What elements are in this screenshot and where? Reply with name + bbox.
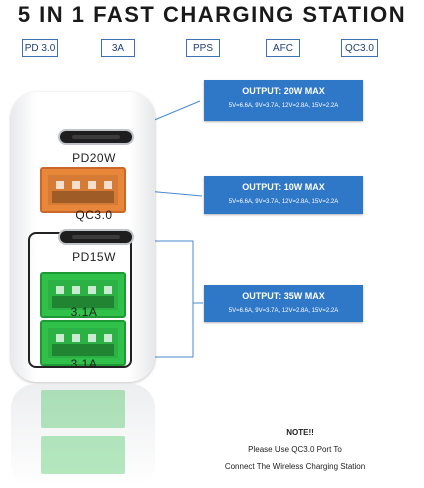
output-box: OUTPUT: 35W MAX 5V=6.6A, 9V=3.7A, 12V=2.… <box>204 285 363 322</box>
output-spec: 5V=6.6A, 9V=3.7A, 12V=2.8A, 15V=2.2A <box>228 199 339 205</box>
usb-c-port-icon <box>58 129 134 145</box>
reflection-port <box>41 436 125 474</box>
page-title: 5 IN 1 FAST CHARGING STATION <box>17 2 407 27</box>
tag-pd: PD 3.0 <box>22 39 58 57</box>
port-label: PD20W <box>72 151 116 165</box>
output-spec: 5V=6.6A, 9V=3.7A, 12V=2.8A, 15V=2.2A <box>228 103 339 109</box>
usb-a-port-icon <box>40 167 126 213</box>
output-heading: OUTPUT: 35W MAX <box>242 291 325 301</box>
port-label: 3.1A <box>70 305 98 319</box>
output-spec: 5V=6.6A, 9V=3.7A, 12V=2.8A, 15V=2.2A <box>228 308 339 314</box>
usb-a-port-icon <box>40 320 126 366</box>
usb-c-port-icon <box>58 229 134 245</box>
tag-qc: QC3.0 <box>341 39 378 57</box>
output-box: OUTPUT: 20W MAX 5V=6.6A, 9V=3.7A, 12V=2.… <box>204 80 363 121</box>
charger-reflection <box>11 384 155 488</box>
output-heading: OUTPUT: 20W MAX <box>242 86 325 96</box>
note-heading: NOTE!! <box>286 428 314 437</box>
tag-3a: 3A <box>101 39 135 57</box>
note-line: Please Use QC3.0 Port To <box>248 445 342 454</box>
output-heading: OUTPUT: 10W MAX <box>242 182 325 192</box>
port-label: 3.1A <box>70 357 98 371</box>
port-label: QC3.0 <box>75 208 113 222</box>
usb-a-port-icon <box>40 272 126 318</box>
tag-pps: PPS <box>186 39 220 57</box>
reflection-port <box>41 390 125 428</box>
tag-afc: AFC <box>266 39 300 57</box>
note-line: Connect The Wireless Charging Station <box>224 462 366 471</box>
output-box: OUTPUT: 10W MAX 5V=6.6A, 9V=3.7A, 12V=2.… <box>204 176 363 214</box>
port-label: PD15W <box>72 250 116 264</box>
